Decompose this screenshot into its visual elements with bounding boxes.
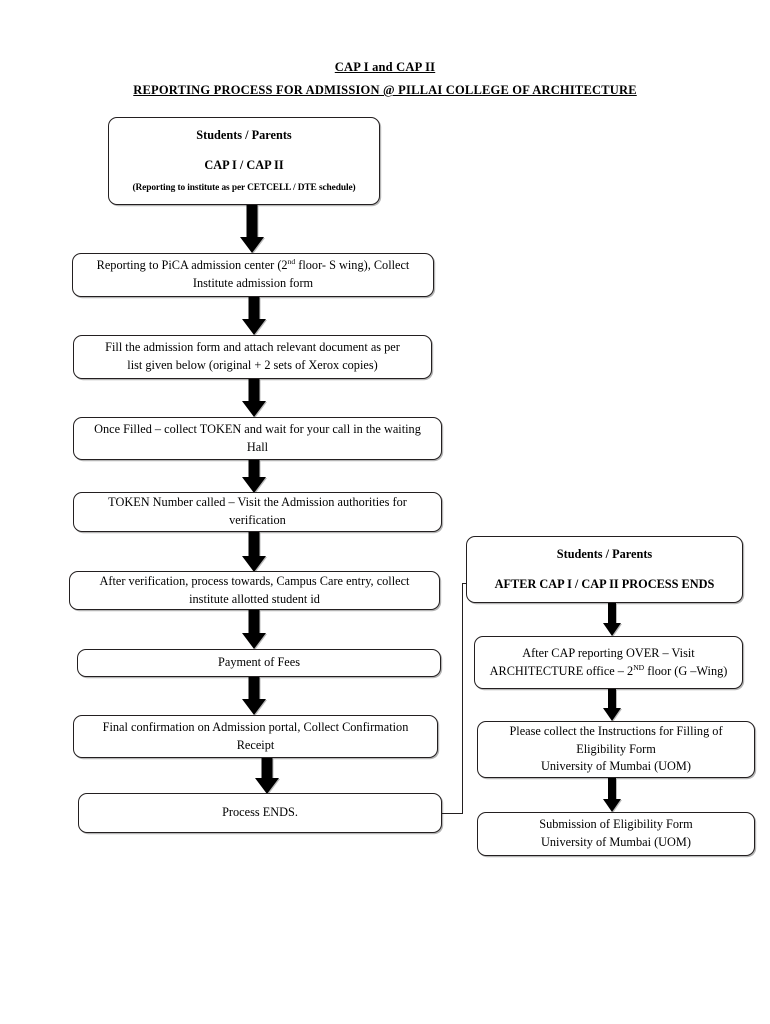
- page-subtitle: REPORTING PROCESS FOR ADMISSION @ PILLAI…: [133, 83, 637, 97]
- node-right-step2-line1: After CAP reporting OVER – Visit: [522, 645, 695, 660]
- node-left-step7: Payment of Fees: [77, 649, 441, 677]
- arrow-shaft: [246, 205, 258, 239]
- node-right-start: Students / Parents AFTER CAP I / CAP II …: [466, 536, 743, 603]
- node-right-step2: After CAP reporting OVER – Visit ARCHITE…: [474, 636, 743, 689]
- node-left-step3: Fill the admission form and attach relev…: [73, 335, 432, 379]
- arrow-left-2: [241, 297, 267, 335]
- arrow-head: [242, 633, 266, 649]
- node-right-step3-line3: University of Mumbai (UOM): [541, 759, 691, 774]
- arrow-head: [603, 623, 621, 636]
- arrow-shaft: [248, 532, 260, 558]
- node-right-start-line1: Students / Parents: [556, 546, 653, 561]
- arrow-head: [242, 477, 266, 493]
- node-left-step2: Reporting to PiCA admission center (2nd …: [72, 253, 434, 297]
- page-title: CAP I and CAP II: [334, 60, 436, 74]
- arrow-head: [242, 556, 266, 572]
- node-right-step2-line2: ARCHITECTURE office – 2ND floor (G –Wing…: [485, 663, 732, 681]
- arrow-shaft: [261, 758, 273, 780]
- arrow-right-2: [602, 689, 622, 721]
- arrow-shaft: [248, 297, 260, 321]
- node-left-start: Students / Parents CAP I / CAP II (Repor…: [108, 117, 380, 205]
- node-right-step3: Please collect the Instructions for Fill…: [477, 721, 755, 778]
- arrow-head: [242, 401, 266, 417]
- node-left-step3-line1: Fill the admission form and attach relev…: [105, 340, 400, 355]
- text-part: Reporting to PiCA admission center (2: [96, 258, 288, 273]
- arrow-shaft: [248, 460, 260, 479]
- arrow-head: [240, 237, 264, 253]
- node-left-step8-line2: Receipt: [236, 737, 275, 752]
- node-left-start-line3: (Reporting to institute as per CETCELL /…: [132, 182, 356, 193]
- arrow-left-7: [241, 677, 267, 715]
- arrow-left-5: [241, 532, 267, 572]
- node-left-step6-line2: institute allotted student id: [189, 591, 320, 606]
- arrow-head: [242, 319, 266, 335]
- arrow-left-8: [254, 758, 280, 794]
- node-right-start-line2: AFTER CAP I / CAP II PROCESS ENDS: [494, 576, 715, 591]
- arrow-shaft: [248, 677, 260, 701]
- node-left-step4-line2: Hall: [246, 439, 269, 454]
- text-part: floor (G –Wing): [644, 663, 728, 678]
- node-right-step4: Submission of Eligibility Form Universit…: [477, 812, 755, 856]
- arrow-right-1: [602, 603, 622, 636]
- arrow-head: [255, 778, 279, 794]
- arrow-left-1: [239, 205, 265, 253]
- arrow-head: [603, 799, 621, 812]
- node-left-step3-line2: list given below (original + 2 sets of X…: [127, 358, 378, 372]
- node-left-step6: After verification, process towards, Cam…: [69, 571, 440, 610]
- connector-process-ends-to-after-cap: [440, 578, 481, 818]
- arrow-shaft: [248, 610, 260, 635]
- connector-segment-horizontal-bottom: [442, 813, 463, 814]
- arrow-left-6: [241, 610, 267, 649]
- arrow-shaft: [608, 603, 616, 624]
- node-left-step6-line1: After verification, process towards, Cam…: [99, 573, 410, 588]
- node-right-step3-line2: Eligibility Form: [576, 741, 656, 756]
- node-left-step9-line1: Process ENDS.: [222, 805, 298, 820]
- arrow-left-3: [241, 379, 267, 417]
- node-left-step2-line2: Institute admission form: [192, 276, 314, 290]
- ordinal-suffix: ND: [633, 662, 645, 672]
- node-left-step7-line1: Payment of Fees: [218, 655, 300, 670]
- node-left-step8-line1: Final confirmation on Admission portal, …: [102, 719, 409, 734]
- node-left-step4-line1: Once Filled – collect TOKEN and wait for…: [94, 421, 421, 436]
- arrow-head: [603, 708, 621, 721]
- arrow-head: [242, 699, 266, 715]
- arrow-shaft: [608, 778, 616, 800]
- node-left-step9: Process ENDS.: [78, 793, 442, 833]
- node-left-start-line1: Students / Parents: [196, 127, 292, 142]
- node-left-step8: Final confirmation on Admission portal, …: [73, 715, 438, 758]
- node-left-step4: Once Filled – collect TOKEN and wait for…: [73, 417, 442, 460]
- node-right-step4-line2: University of Mumbai (UOM): [541, 835, 691, 849]
- arrow-shaft: [608, 689, 616, 709]
- node-left-start-line2: CAP I / CAP II: [204, 157, 284, 172]
- node-left-step2-line1: Reporting to PiCA admission center (2nd …: [83, 257, 423, 275]
- arrow-right-3: [602, 778, 622, 812]
- node-left-step5: TOKEN Number called – Visit the Admissio…: [73, 492, 442, 532]
- node-left-step5-line2: verification: [229, 513, 286, 527]
- arrow-left-4: [241, 460, 267, 493]
- connector-segment-vertical: [462, 583, 463, 814]
- arrow-shaft: [248, 379, 260, 403]
- ordinal-suffix: nd: [287, 257, 296, 267]
- node-right-step3-line1: Please collect the Instructions for Fill…: [509, 723, 723, 738]
- text-part: ARCHITECTURE office – 2: [489, 663, 634, 678]
- text-part: floor- S wing), Collect: [295, 258, 410, 273]
- node-left-step5-line1: TOKEN Number called – Visit the Admissio…: [108, 495, 407, 510]
- node-right-step4-line1: Submission of Eligibility Form: [539, 817, 693, 832]
